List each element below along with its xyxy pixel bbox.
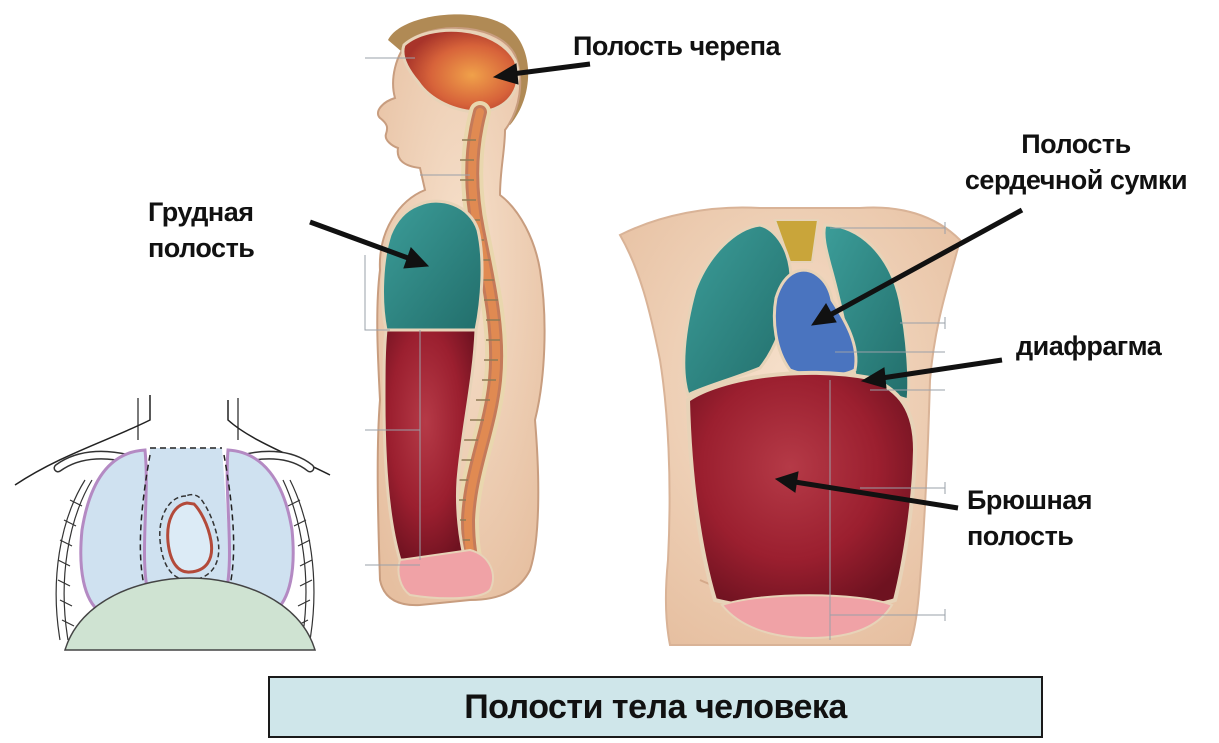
abdominal-cavity-front [688, 373, 915, 609]
label-thoracic-line1: Грудная [148, 194, 254, 230]
label-diaphragm: диафрагма [1016, 328, 1161, 364]
label-pericardial-line2: сердечной сумки [945, 162, 1207, 198]
pelvic-cavity-side [398, 550, 493, 598]
label-thoracic-line2: полость [148, 230, 254, 266]
caption-box: Полости тела человека [268, 676, 1043, 738]
label-cranial-cavity: Полость черепа [573, 28, 780, 64]
label-pericardial-line1: Полость [945, 126, 1207, 162]
label-pericardial-cavity: Полость сердечной сумки [945, 126, 1207, 198]
caption-title: Полости тела человека [464, 688, 847, 727]
label-abdominal-line2: полость [967, 518, 1092, 554]
label-abdominal-line1: Брюшная [967, 482, 1092, 518]
thoracic-cross-section [15, 395, 330, 650]
sagittal-body-figure [365, 14, 545, 605]
label-thoracic-cavity: Грудная полость [148, 194, 254, 266]
label-abdominal-cavity: Брюшная полость [967, 482, 1092, 554]
thoracic-cavity-side [383, 201, 483, 330]
